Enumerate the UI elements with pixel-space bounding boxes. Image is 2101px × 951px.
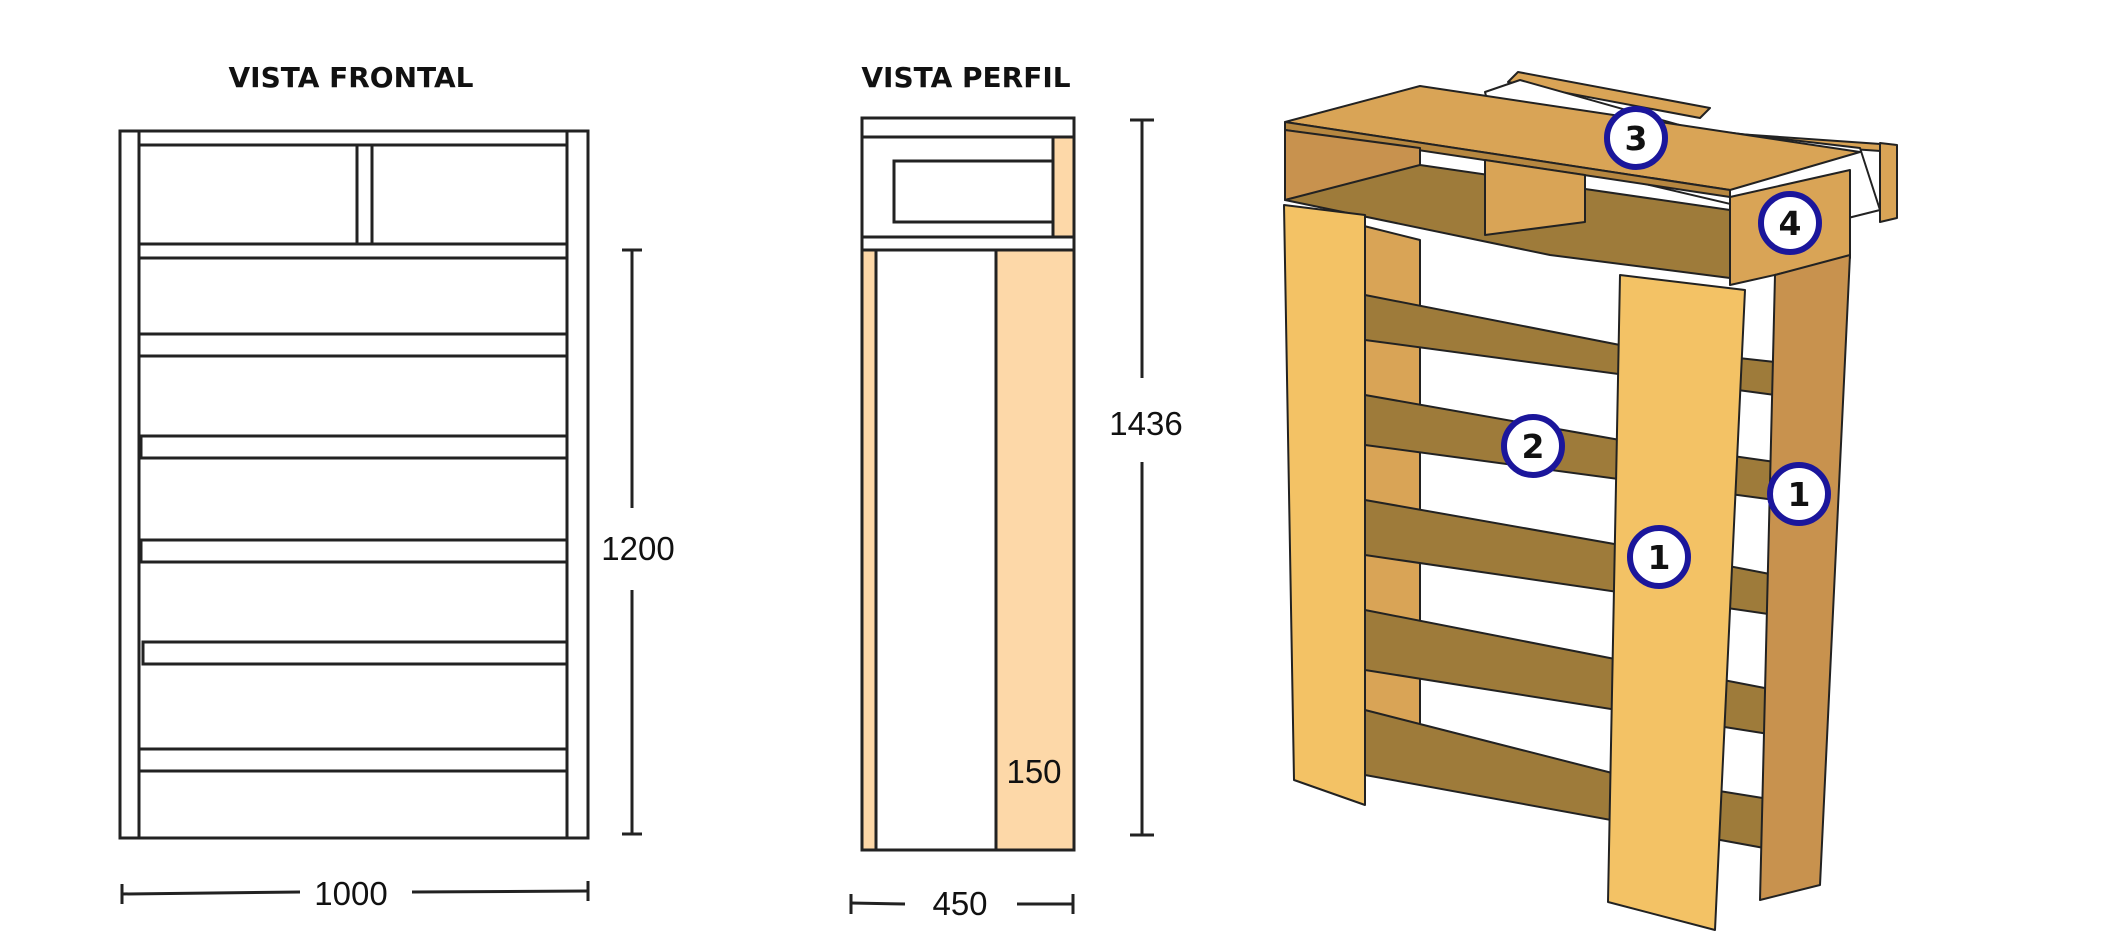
front-width-dim-line — [411, 889, 589, 894]
iso-right-front-side — [1607, 274, 1746, 931]
front-shelf — [139, 538, 569, 564]
callout-badge: 2 — [1501, 414, 1565, 478]
front-shelf — [139, 434, 569, 460]
front-shelf — [137, 747, 569, 773]
svg-text:2: 2 — [1522, 427, 1545, 466]
profile-view-title: VISTA PERFIL — [861, 61, 1070, 94]
front-width-dim-line — [121, 890, 301, 896]
front-shelf — [137, 242, 569, 260]
svg-text:1: 1 — [1648, 538, 1671, 577]
profile-top-opening — [892, 159, 1055, 224]
profile-height-label: 1436 — [1109, 405, 1182, 442]
profile-view: VISTA PERFIL 150 450 1436 — [849, 61, 1183, 922]
isometric-view — [1283, 71, 1898, 931]
iso-left-side-panel — [1283, 204, 1366, 806]
iso-back-edge — [1879, 142, 1898, 223]
svg-text:1: 1 — [1788, 475, 1811, 514]
callout-badge: 3 — [1604, 106, 1668, 170]
front-width-label: 1000 — [314, 875, 387, 912]
profile-depth-label: 450 — [932, 885, 987, 922]
callout-badge: 4 — [1758, 191, 1822, 255]
iso-top-extension — [1507, 71, 1711, 119]
iso-top-divider — [1484, 159, 1586, 236]
front-height-label: 1200 — [601, 530, 674, 567]
svg-text:4: 4 — [1779, 204, 1802, 243]
callout-badge: 1 — [1767, 462, 1831, 526]
front-frame — [118, 129, 590, 840]
front-top-rail — [137, 129, 569, 147]
callouts: 3 4 2 1 1 — [1501, 106, 1831, 589]
front-shelf — [137, 332, 569, 358]
profile-front-edge — [860, 248, 878, 852]
front-shelf — [141, 640, 569, 666]
front-view-title: VISTA FRONTAL — [229, 61, 474, 94]
svg-text:3: 3 — [1625, 119, 1648, 158]
profile-top-back-panel — [1051, 135, 1076, 239]
front-view: VISTA FRONTAL 1000 1200 — [118, 61, 675, 912]
profile-depth-dim-line — [850, 901, 906, 906]
front-divider — [355, 143, 374, 246]
profile-side-panel — [994, 248, 1076, 852]
iso-right-back-side — [1759, 254, 1851, 901]
profile-panel-label: 150 — [1006, 753, 1061, 790]
callout-badge: 1 — [1627, 525, 1691, 589]
